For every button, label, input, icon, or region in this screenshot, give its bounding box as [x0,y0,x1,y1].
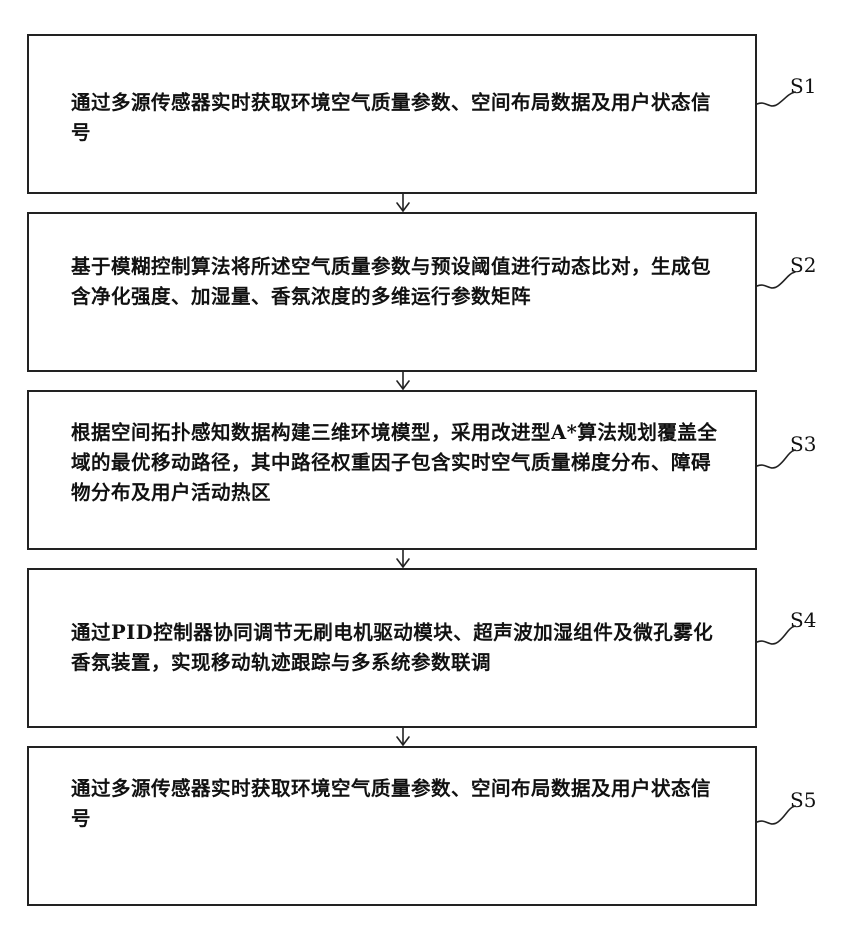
step-label-s4: S4 [790,608,816,632]
step-box-s3: 根据空间拓扑感知数据构建三维环境模型，采用改进型A*算法规划覆盖全域的最优移动路… [27,390,757,550]
step-box-s1: 通过多源传感器实时获取环境空气质量参数、空间布局数据及用户状态信号 [27,34,757,194]
step-box-s4: 通过PID控制器协同调节无刷电机驱动模块、超声波加湿组件及微孔雾化香氛装置，实现… [27,568,757,728]
step-box-s5: 通过多源传感器实时获取环境空气质量参数、空间布局数据及用户状态信号 [27,746,757,906]
arrowhead-s1-s2 [397,203,409,211]
arrowhead-s2-s3 [397,381,409,389]
step-label-s5: S5 [790,788,816,812]
arrowhead-s3-s4 [397,559,409,567]
arrowhead-s4-s5 [397,737,409,745]
step-text-s1: 通过多源传感器实时获取环境空气质量参数、空间布局数据及用户状态信号 [71,88,725,148]
step-text-s5: 通过多源传感器实时获取环境空气质量参数、空间布局数据及用户状态信号 [71,774,725,834]
step-label-s3: S3 [790,432,816,456]
step-box-s2: 基于模糊控制算法将所述空气质量参数与预设阈值进行动态比对，生成包含净化强度、加湿… [27,212,757,372]
step-label-s1: S1 [790,74,816,98]
step-text-s3: 根据空间拓扑感知数据构建三维环境模型，采用改进型A*算法规划覆盖全域的最优移动路… [71,418,725,508]
step-text-s2: 基于模糊控制算法将所述空气质量参数与预设阈值进行动态比对，生成包含净化强度、加湿… [71,252,725,312]
step-label-s2: S2 [790,253,816,277]
step-text-s4: 通过PID控制器协同调节无刷电机驱动模块、超声波加湿组件及微孔雾化香氛装置，实现… [71,618,725,678]
